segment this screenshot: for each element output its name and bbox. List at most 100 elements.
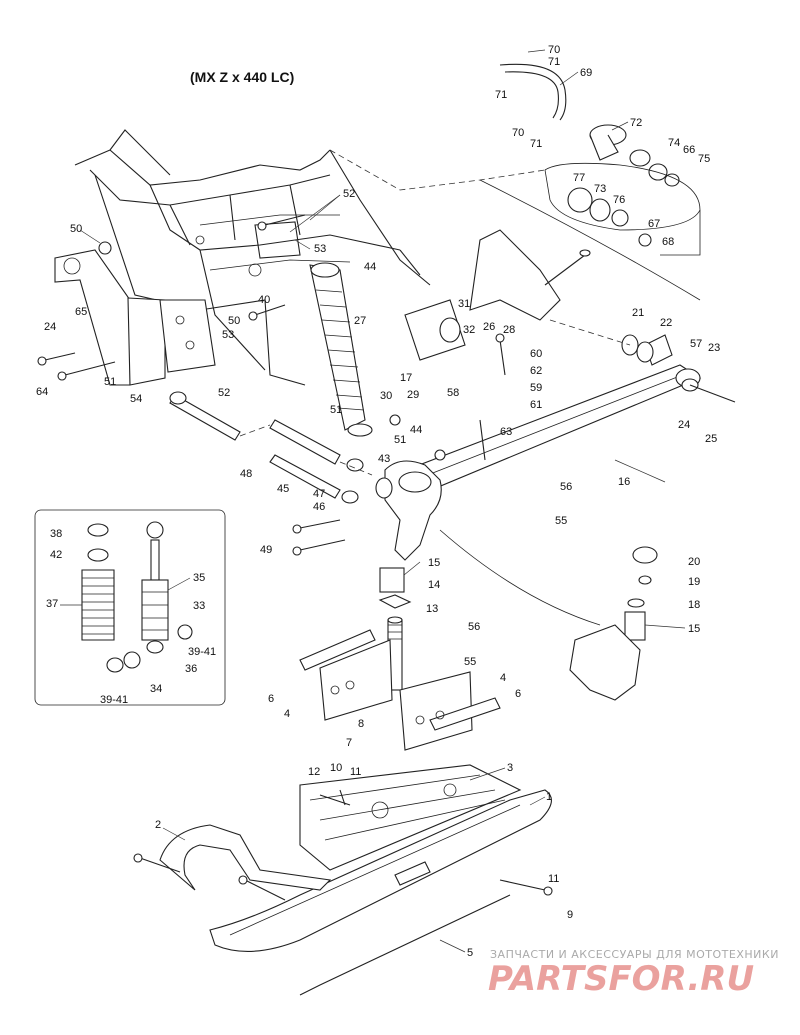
callout-11: 11 [548,873,559,885]
callout-57: 57 [690,338,702,350]
callout-65: 65 [75,306,87,318]
callout-55: 55 [464,656,476,668]
callout-28: 28 [503,324,515,336]
callout-72: 72 [630,117,642,129]
callout-11: 11 [350,766,361,778]
callout-19: 19 [688,576,700,588]
callout-46: 46 [313,501,325,513]
callout-33: 33 [193,600,205,612]
callout-38: 38 [50,528,62,540]
callout-43: 43 [378,453,390,465]
bracket-plates [54,249,216,386]
callout-6: 6 [268,693,274,705]
watermark: ЗАПЧАСТИ И АКСЕССУАРЫ ДЛЯ МОТОТЕХНИКИ PA… [488,948,779,999]
spindle-housing [375,460,442,561]
callout-68: 68 [662,236,674,248]
callout-75: 75 [698,153,710,165]
callout-35: 35 [193,572,205,584]
callout-70: 70 [512,127,524,139]
callout-21: 21 [632,307,644,319]
callout-23: 23 [708,342,720,354]
callout-55: 55 [555,515,567,527]
callout-labels: 70 71 69 71 70 71 72 74 66 75 77 73 76 6… [36,44,720,959]
callout-71: 71 [530,138,542,150]
callout-31: 31 [458,298,470,310]
callout-15: 15 [428,557,440,569]
callout-29: 29 [407,389,419,401]
callout-51: 51 [330,404,342,416]
callout-22: 22 [660,317,672,329]
callout-71: 71 [495,89,507,101]
watermark-caption: ЗАПЧАСТИ И АКСЕССУАРЫ ДЛЯ МОТОТЕХНИКИ [490,948,779,961]
callout-53: 53 [222,329,234,341]
callout-58: 58 [447,387,459,399]
callout-44: 44 [410,424,422,436]
frame-assembly [74,129,701,386]
callout-13: 13 [426,603,438,615]
callout-74: 74 [668,137,680,149]
callout-44: 44 [364,261,376,273]
callout-62: 62 [530,365,542,377]
callout-37: 37 [46,598,58,610]
callout-64: 64 [36,386,48,398]
diagram-title: (MX Z x 440 LC) [190,69,294,85]
reservoir-detail [544,162,701,256]
ski-leg-plates [299,629,501,751]
callout-51: 51 [394,434,406,446]
shock-inset [34,509,226,706]
callout-8: 8 [358,718,364,730]
callout-14: 14 [428,579,440,591]
callout-67: 67 [648,218,660,230]
callout-24: 24 [678,419,690,431]
spindle-column [378,567,412,691]
leader-lines [60,49,686,953]
callout-30: 30 [380,390,392,402]
callout-39-41: 39-41 [188,646,216,658]
callout-60: 60 [530,348,542,360]
callout-15: 15 [688,623,700,635]
callout-69: 69 [580,67,592,79]
callout-52: 52 [218,387,230,399]
callout-26: 26 [483,321,495,333]
callout-7: 7 [346,737,352,749]
ski-assembly [159,764,552,996]
callout-53: 53 [314,243,326,255]
callout-36: 36 [185,663,197,675]
callout-9: 9 [567,909,573,921]
callout-50: 50 [70,223,82,235]
callout-56: 56 [468,621,480,633]
shock-absorber [309,262,373,437]
callout-50: 50 [228,315,240,327]
callout-42: 42 [50,549,62,561]
fasteners [37,214,553,901]
watermark-logo: PARTSFOR.RU [488,959,754,999]
callout-34: 34 [150,683,162,695]
callout-24: 24 [44,321,56,333]
callout-40: 40 [258,294,270,306]
callout-52: 52 [343,188,355,200]
shafts [169,391,373,504]
pivot-arm [404,229,591,361]
callout-76: 76 [613,194,625,206]
callout-56: 56 [560,481,572,493]
callout-51: 51 [104,376,116,388]
callout-70: 70 [548,44,560,56]
callout-2: 2 [155,819,161,831]
callout-49: 49 [260,544,272,556]
callout-48: 48 [240,468,252,480]
callout-3: 3 [507,762,513,774]
bushings-right [549,319,736,403]
spindle-detail-right [439,529,658,701]
callout-5: 5 [467,947,473,959]
callout-17: 17 [400,372,412,384]
callout-71: 71 [548,56,560,68]
trailing-arm [379,364,702,506]
callout-12: 12 [308,766,320,778]
callout-32: 32 [463,324,475,336]
callout-16: 16 [618,476,630,488]
callout-1: 1 [546,791,552,803]
callout-18: 18 [688,599,700,611]
callout-25: 25 [705,433,717,445]
hose-and-fitting [499,63,680,187]
